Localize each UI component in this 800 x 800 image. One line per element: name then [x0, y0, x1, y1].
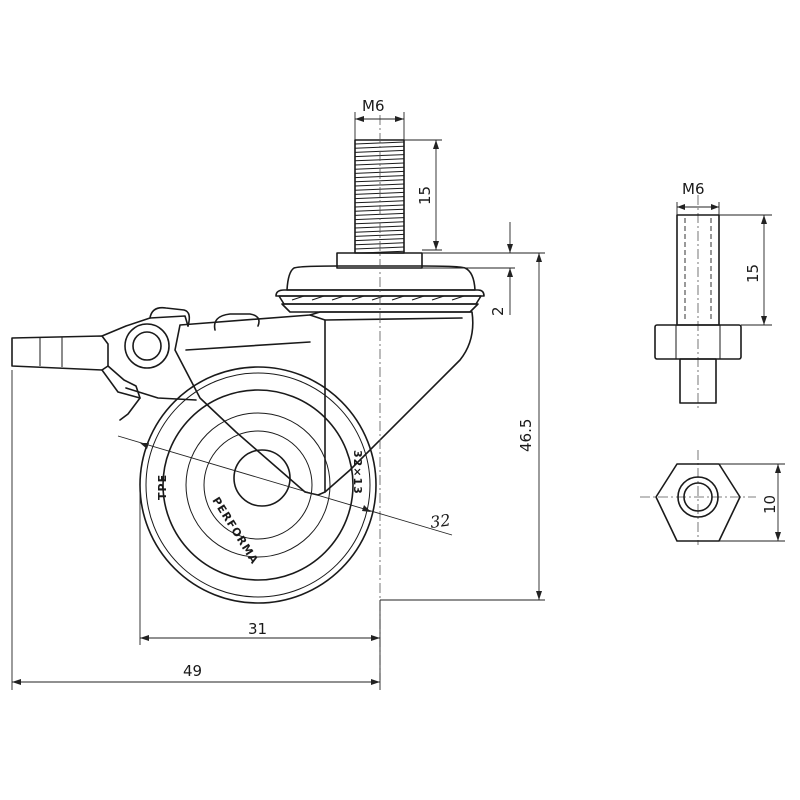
wheel-label-size: 32×13 — [351, 450, 364, 495]
thread-line — [355, 229, 404, 233]
thread-line — [355, 141, 404, 145]
caster-fork — [174, 311, 474, 496]
thread-line — [355, 233, 404, 237]
stud-detail-view — [654, 202, 772, 404]
wheel-label-tpe: TPE — [156, 474, 169, 500]
tire-outer — [139, 366, 377, 604]
dim-detail-thread: M6 — [682, 180, 705, 198]
hub-inner-ring — [203, 430, 313, 540]
brake-pivot-hole — [132, 331, 162, 361]
dim-overall-width: 49 — [183, 662, 202, 680]
hub-ring — [185, 412, 331, 558]
thread-line — [355, 145, 404, 149]
thread-line — [355, 242, 404, 246]
thread-line — [355, 204, 404, 208]
thread-line — [355, 200, 404, 204]
thread-line — [355, 246, 404, 250]
hex-detail-view — [655, 463, 785, 542]
threaded-stud — [354, 139, 405, 254]
thread-line — [355, 221, 404, 225]
thread-line — [355, 162, 404, 166]
thread-line — [355, 191, 404, 195]
dim-total-height: 46.5 — [517, 419, 535, 452]
thread-line — [355, 158, 404, 162]
thread-line — [355, 149, 404, 153]
thread-line — [355, 225, 404, 229]
axle-boss — [233, 449, 291, 507]
thread-line — [355, 183, 404, 187]
centre-lines — [379, 115, 756, 680]
dim-main-thread: M6 — [362, 97, 385, 115]
wheel: TPE PERFORMA 32×13 — [139, 366, 377, 604]
thread-line — [355, 175, 404, 179]
dimension-lines — [11, 112, 545, 690]
wheel-label-brand: PERFORMA — [209, 495, 261, 567]
thread-line — [355, 166, 404, 170]
brake-lever — [11, 306, 197, 421]
thread-line — [355, 196, 404, 200]
caster-side-view: TPE PERFORMA 32×13 — [11, 139, 485, 604]
dim-wheel-diameter: 32 — [429, 510, 452, 532]
thread-line — [355, 208, 404, 212]
thread-line — [355, 217, 404, 221]
rim-outer — [162, 389, 354, 581]
thread-line — [355, 179, 404, 183]
thread-line — [355, 187, 404, 191]
thread-line — [355, 170, 404, 174]
dim-plate-thickness: 2 — [489, 306, 507, 316]
dim-hex-size: 10 — [761, 495, 779, 514]
thread-line — [355, 212, 404, 216]
tire-inner-edge — [145, 372, 371, 598]
thread-line — [355, 154, 404, 158]
thread-line — [355, 238, 404, 242]
dim-thread-length: 15 — [416, 186, 434, 205]
dim-detail-length: 15 — [744, 264, 762, 283]
dim-offset: 31 — [248, 620, 267, 638]
brake-pivot — [124, 323, 170, 369]
